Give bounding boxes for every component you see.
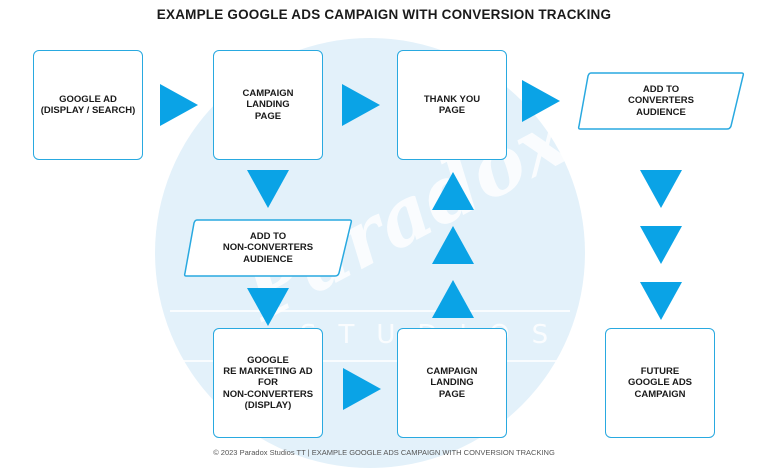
arrow-right-icon	[522, 80, 560, 122]
diagram-title: EXAMPLE GOOGLE ADS CAMPAIGN WITH CONVERS…	[156, 7, 612, 22]
node-future-campaign: FUTURE GOOGLE ADS CAMPAIGN	[605, 328, 715, 438]
arrow-up-icon	[432, 280, 474, 318]
node-converters-audience: ADD TO CONVERTERS AUDIENCE	[577, 72, 745, 130]
arrow-right-icon	[343, 368, 381, 410]
footer-credit: © 2023 Paradox Studios TT | EXAMPLE GOOG…	[213, 448, 555, 457]
node-non-converters-audience: ADD TO NON-CONVERTERS AUDIENCE	[183, 219, 353, 277]
arrow-up-icon	[432, 226, 474, 264]
node-google-ad: GOOGLE AD (DISPLAY / SEARCH)	[33, 50, 143, 160]
arrow-down-icon	[640, 170, 682, 208]
arrow-down-icon	[640, 282, 682, 320]
node-thank-you-page: THANK YOU PAGE	[397, 50, 507, 160]
parallelogram-shape	[183, 219, 353, 277]
node-campaign-landing-page-1: CAMPAIGN LANDING PAGE	[213, 50, 323, 160]
arrow-up-icon	[432, 172, 474, 210]
parallelogram-shape	[577, 72, 745, 130]
node-campaign-landing-page-2: CAMPAIGN LANDING PAGE	[397, 328, 507, 438]
node-non-converters-audience-label: ADD TO NON-CONVERTERS AUDIENCE	[222, 230, 314, 265]
watermark-band	[170, 310, 570, 362]
arrow-right-icon	[160, 84, 198, 126]
arrow-right-icon	[342, 84, 380, 126]
arrow-down-icon	[247, 288, 289, 326]
arrow-down-icon	[247, 170, 289, 208]
arrow-down-icon	[640, 226, 682, 264]
node-remarketing-ad: GOOGLE RE MARKETING AD FOR NON-CONVERTER…	[213, 328, 323, 438]
node-converters-audience-label: ADD TO CONVERTERS AUDIENCE	[628, 83, 694, 118]
